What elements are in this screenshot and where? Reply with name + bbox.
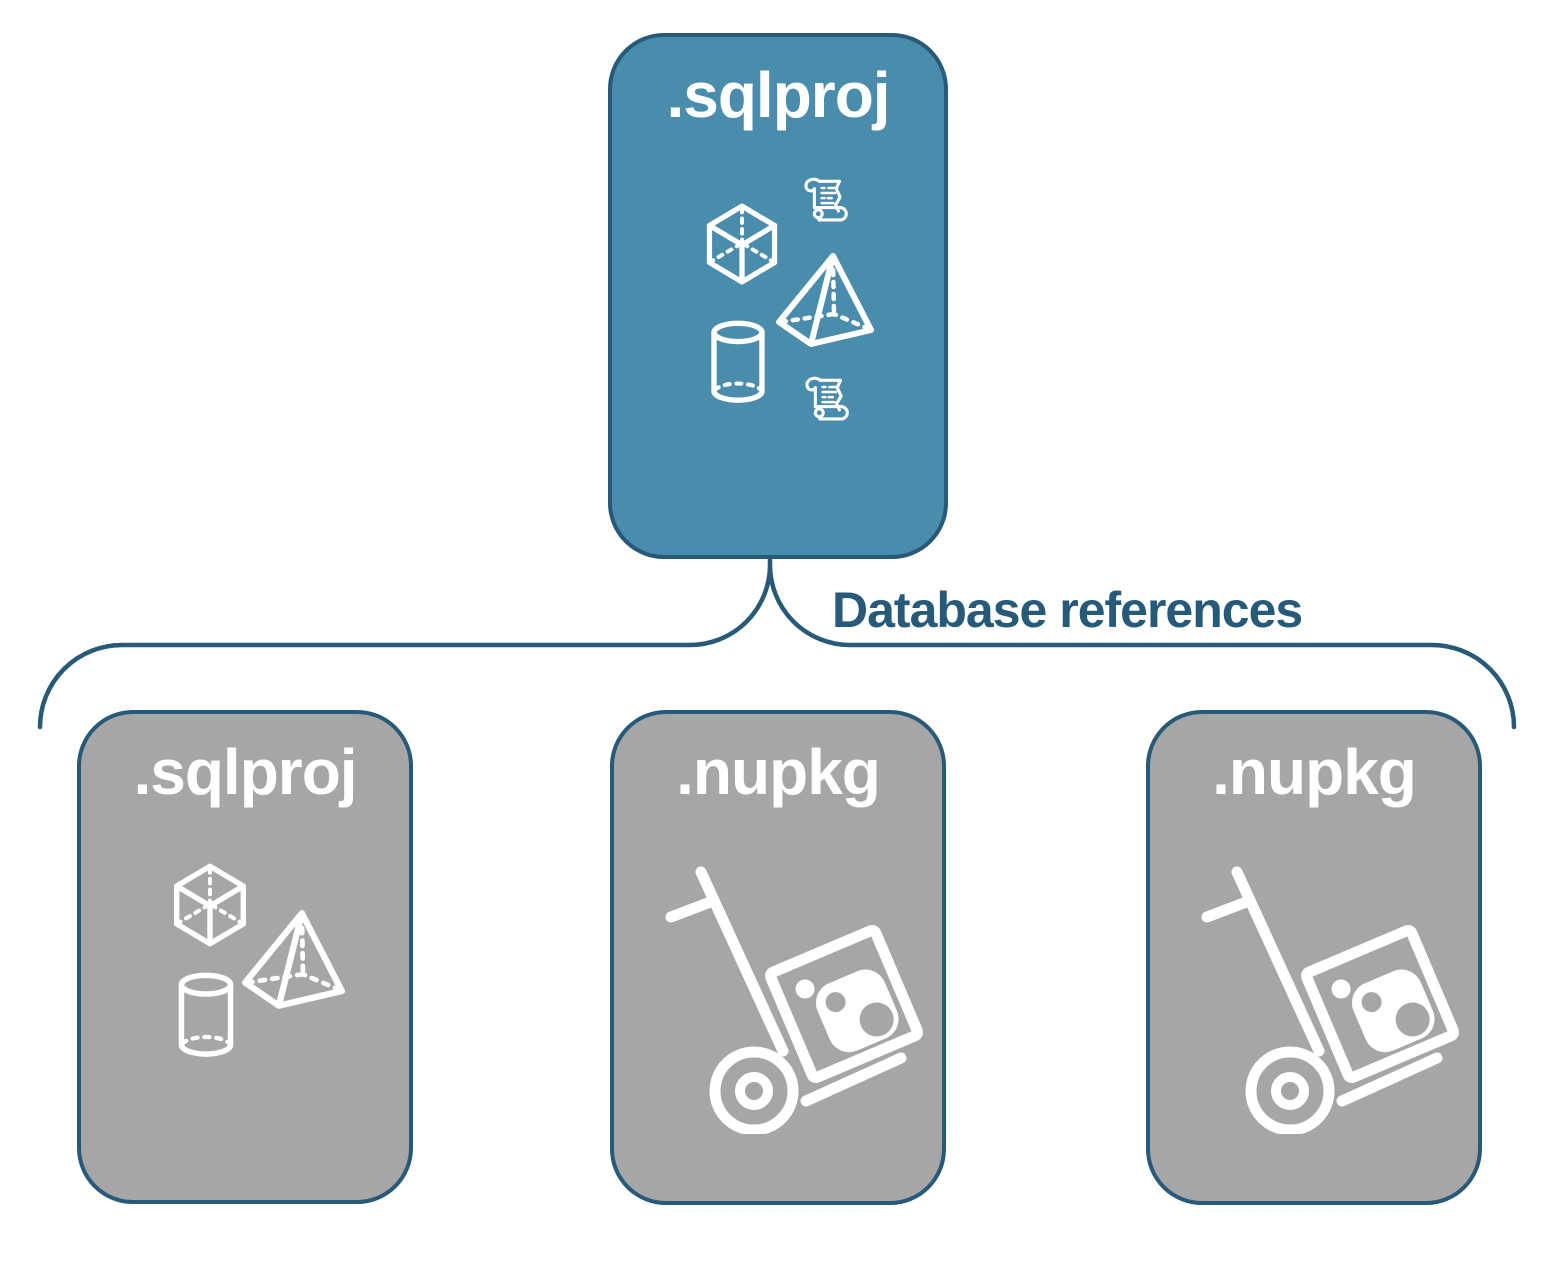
cube-icon bbox=[698, 200, 786, 288]
cylinder-icon bbox=[704, 320, 772, 406]
pyramid-icon bbox=[241, 907, 346, 1012]
sqlproj-parent-card: .sqlproj bbox=[608, 33, 948, 559]
child-card-title: .nupkg bbox=[676, 736, 881, 808]
database-references-label: Database references bbox=[832, 582, 1303, 638]
pyramid-icon bbox=[775, 250, 875, 350]
cube-icon bbox=[165, 860, 255, 950]
nupkg-reference-card-1: .nupkg bbox=[610, 710, 946, 1205]
sqlproj-reference-card: .sqlproj bbox=[77, 710, 413, 1204]
handtruck-package-icon bbox=[1190, 844, 1480, 1134]
nupkg-reference-card-2: .nupkg bbox=[1146, 710, 1482, 1205]
cylinder-icon bbox=[171, 972, 241, 1060]
child-card-title: .nupkg bbox=[1212, 736, 1417, 808]
parent-card-title: .sqlproj bbox=[666, 59, 890, 131]
scroll-icon bbox=[797, 174, 853, 230]
handtruck-package-icon bbox=[654, 844, 944, 1134]
scroll-icon bbox=[798, 373, 854, 429]
child-card-title: .sqlproj bbox=[133, 736, 357, 808]
